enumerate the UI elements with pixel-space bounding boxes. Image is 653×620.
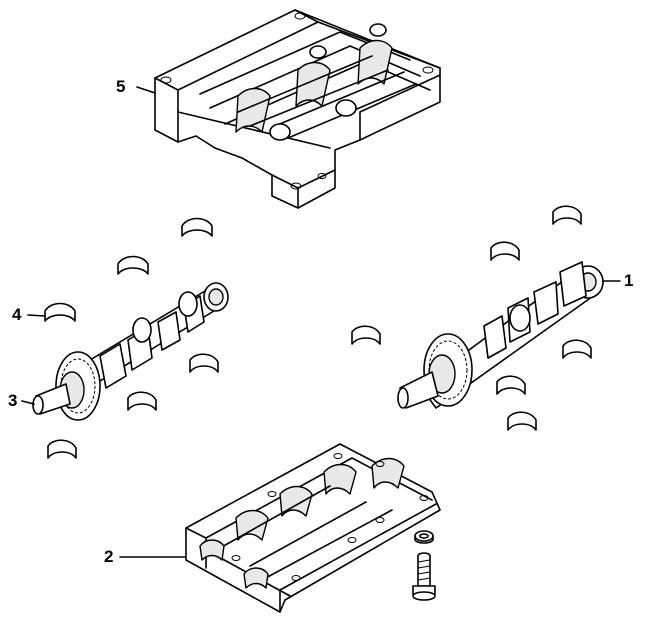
washer	[414, 530, 434, 544]
camshaft-carrier-upper	[154, 9, 441, 209]
callout-3: 3	[8, 391, 18, 410]
bearing-shell	[562, 339, 592, 359]
bearing-shell	[181, 217, 213, 237]
bearing-shells	[44, 205, 592, 459]
bearing-shell	[117, 255, 149, 275]
bearing-shell	[351, 325, 381, 345]
bolt	[412, 552, 436, 601]
bearing-shell	[47, 439, 77, 459]
callout-2: 2	[104, 547, 114, 566]
bearing-shell	[507, 411, 537, 431]
bearing-shell	[44, 302, 76, 322]
bearing-shell	[552, 205, 582, 225]
bearing-shell	[496, 375, 526, 395]
bearing-shell	[490, 241, 520, 261]
bearing-cap-ladder-lower	[185, 443, 441, 613]
bearing-shell	[127, 391, 157, 411]
callout-1: 1	[624, 271, 634, 290]
camshaft-right	[397, 261, 604, 409]
leader-line-4	[27, 314, 46, 317]
leader-line-5	[136, 86, 156, 94]
camshaft-left	[32, 282, 229, 421]
leader-line-3	[21, 400, 35, 405]
callout-5: 5	[116, 77, 126, 96]
bearing-shell	[189, 353, 219, 373]
callout-4: 4	[12, 305, 22, 324]
